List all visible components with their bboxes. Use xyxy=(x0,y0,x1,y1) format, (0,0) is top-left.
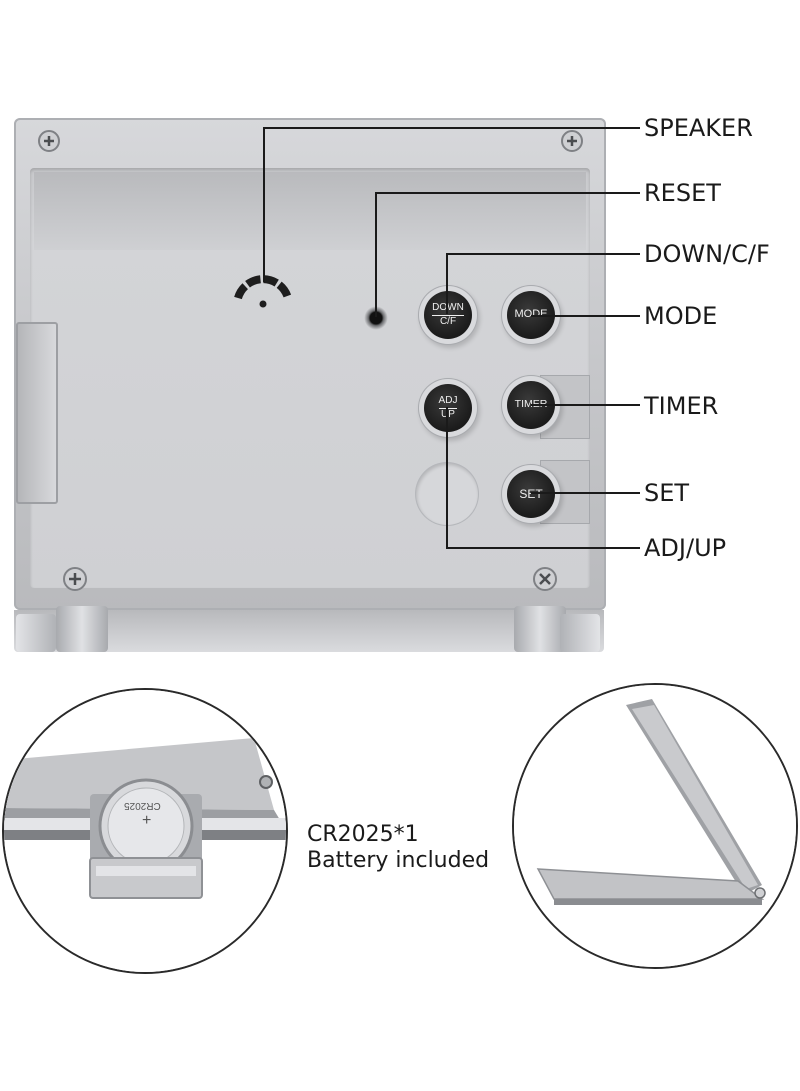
timer-label: TIMER xyxy=(644,392,719,420)
side-latch xyxy=(16,322,58,504)
hinge-right xyxy=(514,606,566,652)
folded-stand-view xyxy=(512,683,798,969)
screw-icon xyxy=(63,567,87,591)
device-top-recess xyxy=(34,172,586,250)
adj-up-label: ADJ/UP xyxy=(644,534,727,562)
hinge-knuckle xyxy=(560,614,600,652)
battery-closeup: CR2025 + xyxy=(2,688,288,974)
stand-base xyxy=(14,610,604,652)
coin-cell-text: CR2025 xyxy=(124,800,161,811)
coin-cell-plus: + xyxy=(142,812,152,829)
screw-icon xyxy=(38,130,60,152)
battery-compartment-illustration xyxy=(4,690,286,972)
down-cf-label: DOWN/C/F xyxy=(644,240,770,268)
speaker-grill-icon xyxy=(234,275,292,308)
leader-lines xyxy=(263,127,640,549)
folded-stand-illustration xyxy=(514,685,796,967)
set-label: SET xyxy=(644,479,690,507)
hinge-left xyxy=(56,606,108,652)
mode-button-label: MODE xyxy=(514,308,548,321)
screw-icon xyxy=(533,567,557,591)
speaker-label: SPEAKER xyxy=(644,114,753,142)
hinge-knuckle xyxy=(16,614,56,652)
mode-label: MODE xyxy=(644,302,718,330)
timer-button-label: TIMER xyxy=(514,398,548,411)
screw-icon xyxy=(561,130,583,152)
battery-included-text: Battery included xyxy=(307,848,490,873)
cf-button-label: C/F xyxy=(439,315,457,327)
reset-label: RESET xyxy=(644,179,721,207)
battery-model-text: CR2025*1 xyxy=(307,822,419,847)
